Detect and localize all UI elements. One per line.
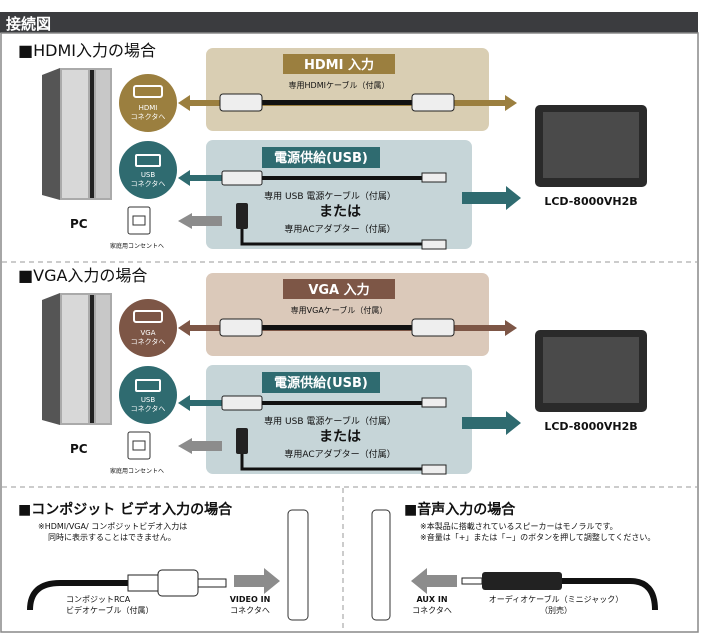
display-connector-badge — [119, 299, 177, 357]
pc-label: PC — [70, 442, 88, 456]
display-cable-icon — [219, 318, 455, 337]
outlet-label: 家庭用コンセントへ — [110, 242, 164, 250]
vga-section: ■VGA入力の場合 PC VGA コネクタへ USB コネクタへ 家庭用コンセン… — [18, 266, 647, 475]
pc-tower-icon — [42, 293, 112, 425]
mini-jack-icon — [461, 577, 483, 585]
composite-section: ■コンポジット ビデオ入力の場合 ※HDMI/VGA/ コンポジットビデオ入力は… — [18, 501, 309, 621]
monitor-side-icon — [287, 509, 309, 621]
target-label: AUX IN — [416, 595, 447, 604]
section-title: ■音声入力の場合 — [404, 501, 516, 518]
cable-label: 専用HDMIケーブル（付属） — [289, 80, 390, 90]
ac-adapter-icon — [236, 203, 447, 250]
usb-cable-icon — [221, 170, 447, 186]
usb-label: USB — [141, 171, 156, 179]
video-arrow — [234, 568, 280, 594]
note: ※音量は「+」または「−」のボタンを押して調整してください。 — [420, 532, 655, 542]
pc-tower-icon — [42, 68, 112, 200]
usb-cable-label: 専用 USB 電源ケーブル（付属） — [264, 415, 396, 427]
model-label: LCD-8000VH2B — [544, 420, 637, 433]
cable-label: 専用VGAケーブル（付属） — [291, 305, 388, 315]
cable-label: コンポジットRCA — [66, 595, 131, 604]
vga-port-icon — [133, 310, 163, 323]
usb-arrow — [178, 170, 225, 186]
monitor-icon — [535, 105, 647, 187]
panel-label: VGA 入力 — [308, 282, 369, 298]
usb-connector-badge — [119, 141, 177, 199]
usb-cable-icon — [221, 395, 447, 411]
model-label: LCD-8000VH2B — [544, 195, 637, 208]
audio-section: ■音声入力の場合 ※本製品に搭載されているスピーカーはモノラルです。 ※音量は「… — [371, 501, 658, 621]
note: ※本製品に搭載されているスピーカーはモノラルです。 — [420, 521, 618, 531]
pc-label: PC — [70, 217, 88, 231]
ac-adapter-label: 専用ACアダプター（付属） — [284, 223, 395, 235]
target-label: コネクタへ — [230, 606, 270, 615]
hdmi-section: ■HDMI入力の場合 PC HDMI コネクタへ USB コネクタへ 家庭用コン… — [18, 41, 647, 250]
header-bar — [0, 12, 698, 33]
section-title: ■VGA入力の場合 — [18, 266, 147, 285]
outlet-label: 家庭用コンセントへ — [110, 467, 164, 475]
power-arrow — [462, 186, 521, 210]
or-label: または — [319, 429, 361, 445]
ac-adapter-icon — [236, 428, 447, 475]
audio-cable-icon — [562, 578, 658, 611]
rca-cable-icon — [27, 580, 130, 611]
usb-arrow — [178, 395, 225, 411]
power-arrow — [462, 411, 521, 435]
usb-label: USB — [141, 396, 156, 404]
frame — [0, 32, 699, 633]
connector-label: コネクタへ — [131, 337, 166, 346]
monitor-icon — [535, 330, 647, 412]
monitor-side-icon — [371, 509, 391, 621]
section-title: ■コンポジット ビデオ入力の場合 — [18, 501, 233, 518]
connector-label: コネクタへ — [131, 112, 166, 121]
power-label: 電源供給(USB) — [274, 375, 368, 391]
hdmi-port-icon — [133, 85, 163, 98]
panel-label-box — [283, 279, 395, 299]
outlet-icon — [127, 206, 151, 235]
cable-label: （別売） — [540, 605, 572, 615]
note: ※HDMI/VGA/ コンポジットビデオ入力は — [38, 521, 187, 531]
panel-label-box — [283, 54, 395, 74]
ac-adapter-label: 専用ACアダプター（付属） — [284, 448, 395, 460]
display-cable-icon — [219, 93, 455, 112]
cable-label: ビデオケーブル（付属） — [66, 605, 154, 615]
usb-icon — [135, 379, 161, 392]
outlet-arrow — [178, 213, 222, 229]
panel-label: HDMI 入力 — [304, 57, 374, 73]
usb-connector-badge — [119, 366, 177, 424]
cable-label: オーディオケーブル（ミニジャック） — [489, 594, 624, 604]
display-connector-badge — [119, 74, 177, 132]
target-label: コネクタへ — [412, 606, 452, 615]
connector-label: VGA — [140, 329, 155, 337]
target-label: VIDEO IN — [230, 595, 271, 604]
usb-cable-label: 専用 USB 電源ケーブル（付属） — [264, 190, 396, 202]
or-label: または — [319, 204, 361, 220]
audio-arrow — [411, 568, 457, 594]
connector-label: HDMI — [139, 104, 158, 112]
power-label: 電源供給(USB) — [274, 150, 368, 166]
note: 同時に表示することはできません。 — [48, 532, 176, 542]
usb-icon — [135, 154, 161, 167]
outlet-icon — [127, 431, 151, 460]
power-label-box — [262, 147, 380, 168]
section-title: ■HDMI入力の場合 — [18, 41, 156, 60]
usb-label: コネクタへ — [131, 404, 166, 413]
outlet-arrow — [178, 438, 222, 454]
header-title: 接続図 — [6, 15, 51, 33]
usb-label: コネクタへ — [131, 179, 166, 188]
power-label-box — [262, 372, 380, 393]
